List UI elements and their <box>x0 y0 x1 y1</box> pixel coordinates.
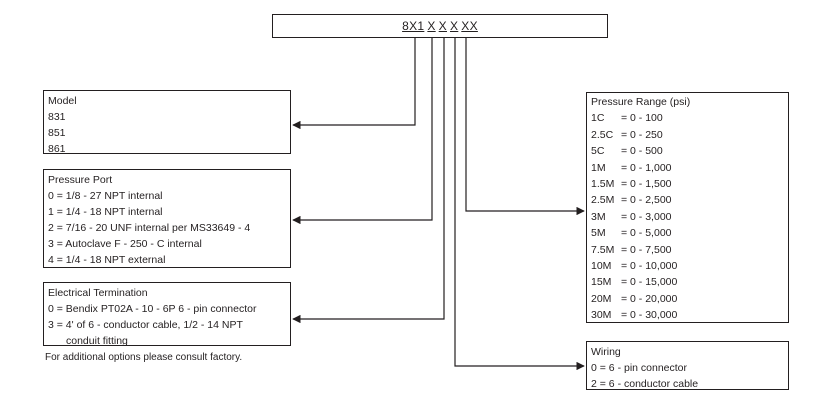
code-segment-electrical: X <box>438 19 447 33</box>
range-value: = 0 - 500 <box>621 145 663 158</box>
electrical-termination-box: Electrical Termination 0 = Bendix PT02A … <box>43 282 291 347</box>
pressure-range-title: Pressure Range (psi) <box>591 96 691 108</box>
pressure-port-item: 4 = 1/4 - 18 NPT external <box>48 254 166 266</box>
range-value: = 0 - 2,500 <box>621 194 672 207</box>
wiring-title: Wiring <box>591 346 621 358</box>
pressure-range-item: 1C = 0 - 100 <box>591 110 784 126</box>
range-code: 1M <box>591 161 606 174</box>
range-code: 10M <box>591 260 612 273</box>
range-code: 1C <box>591 112 605 125</box>
pressure-range-box: Pressure Range (psi) 1C = 0 - 100 2.5C = 0… <box>586 92 789 323</box>
range-code: 20M <box>591 292 612 305</box>
pressure-range-item: 10M = 0 - 10,000 <box>591 258 784 274</box>
pressure-range-item: 1.5M = 0 - 1,500 <box>591 176 784 192</box>
range-code: 7.5M <box>591 243 615 256</box>
model-box: Model 831 851 861 <box>43 90 291 155</box>
range-value: = 0 - 1,500 <box>621 178 672 191</box>
pressure-range-item: 2.5M = 0 - 2,500 <box>591 192 784 208</box>
range-code: 15M <box>591 276 612 289</box>
range-value: = 0 - 7,500 <box>621 243 672 256</box>
model-title: Model <box>48 95 77 107</box>
range-code: 1.5M <box>591 178 615 191</box>
electrical-termination-title: Electrical Termination <box>48 287 148 299</box>
pressure-range-connector <box>465 38 585 216</box>
electrical-termination-item: 0 = Bendix PT02A - 10 - 6P 6 - pin conne… <box>48 303 257 315</box>
range-code: 2.5M <box>591 194 615 207</box>
pressure-range-item: 5C = 0 - 500 <box>591 143 784 159</box>
pressure-range-item: 1M = 0 - 1,000 <box>591 160 784 176</box>
pressure-range-item: 7.5M = 0 - 7,500 <box>591 242 784 258</box>
range-code: 3M <box>591 210 606 223</box>
model-item: 831 <box>48 111 66 123</box>
range-value: = 0 - 15,000 <box>621 276 678 289</box>
pressure-port-item: 3 = Autoclave F - 250 - C internal <box>48 238 202 250</box>
pressure-range-item: 30M = 0 - 30,000 <box>591 307 784 323</box>
range-code: 5C <box>591 145 605 158</box>
wiring-box: Wiring 0 = 6 - pin connector 2 = 6 - con… <box>586 341 789 390</box>
pressure-port-connector <box>292 38 433 225</box>
model-connector <box>292 38 416 130</box>
wiring-item: 0 = 6 - pin connector <box>591 362 688 374</box>
range-value: = 0 - 250 <box>621 128 663 141</box>
range-code: 30M <box>591 309 612 322</box>
code-segment-pressure-range: XX <box>461 19 478 33</box>
electrical-termination-continuation: conduit fitting <box>66 335 128 347</box>
code-segment-model: 8X1 <box>402 19 425 33</box>
range-value: = 0 - 3,000 <box>621 210 672 223</box>
footnote: For additional options please consult fa… <box>45 352 243 363</box>
pressure-port-item: 1 = 1/4 - 18 NPT internal <box>48 206 163 218</box>
range-code: 5M <box>591 227 606 240</box>
range-value: = 0 - 30,000 <box>621 309 678 322</box>
range-value: = 0 - 100 <box>621 112 663 125</box>
pressure-range-item: 2.5C = 0 - 250 <box>591 127 784 143</box>
pressure-range-item: 3M = 0 - 3,000 <box>591 209 784 225</box>
pressure-port-box: Pressure Port 0 = 1/8 - 27 NPT internal … <box>43 169 291 268</box>
pressure-port-title: Pressure Port <box>48 174 113 186</box>
wiring-connector <box>454 38 585 371</box>
model-item: 861 <box>48 143 66 155</box>
electrical-termination-connector <box>292 38 445 324</box>
range-value: = 0 - 10,000 <box>621 260 678 273</box>
model-item: 851 <box>48 127 66 139</box>
wiring-item: 2 = 6 - conductor cable <box>591 378 699 390</box>
range-value: = 0 - 20,000 <box>621 292 678 305</box>
pressure-port-item: 2 = 7/16 - 20 UNF internal per MS33649 -… <box>48 222 251 234</box>
pressure-range-item: 5M = 0 - 5,000 <box>591 225 784 241</box>
pressure-range-item: 15M = 0 - 15,000 <box>591 274 784 290</box>
range-value: = 0 - 5,000 <box>621 227 672 240</box>
code-segment-wiring: X <box>449 19 459 33</box>
electrical-termination-item: 3 = 4' of 6 - conductor cable, 1/2 - 14 … <box>48 319 243 331</box>
part-number-code: 8X1 X X X XX <box>272 14 608 38</box>
range-value: = 0 - 1,000 <box>621 161 672 174</box>
pressure-range-item: 20M = 0 - 20,000 <box>591 291 784 307</box>
code-segment-pressure-port: X <box>427 19 436 33</box>
pressure-port-item: 0 = 1/8 - 27 NPT internal <box>48 190 163 202</box>
range-code: 2.5C <box>591 128 614 141</box>
